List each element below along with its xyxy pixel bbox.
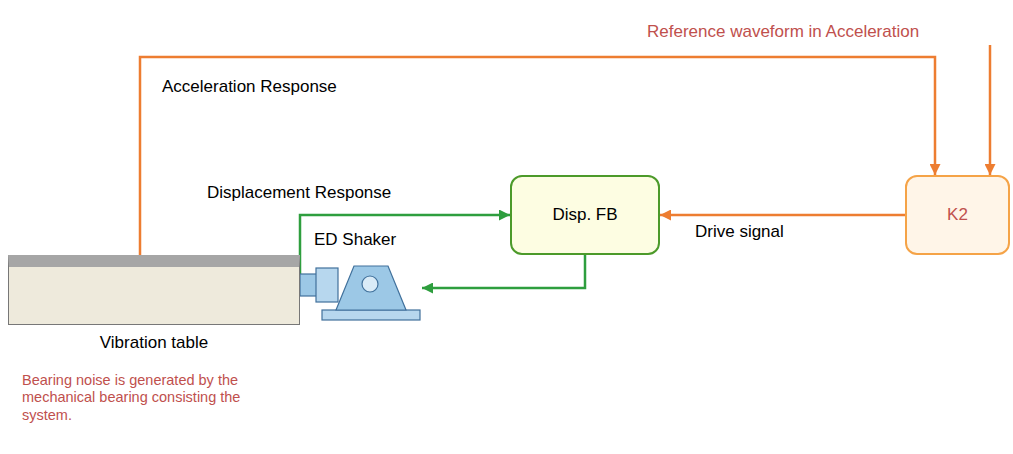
reference-arrow	[989, 45, 992, 175]
connector-label: Acceleration Response	[160, 77, 339, 97]
signal-connector	[140, 57, 935, 255]
signal-connector	[300, 215, 510, 274]
shaker-unit: ED Shaker	[300, 230, 422, 325]
node-label: ED Shaker	[314, 230, 396, 250]
note-text: Bearing noise is generated by the mechan…	[22, 372, 290, 424]
node-label: Disp. FB	[552, 205, 617, 225]
signal-connector	[660, 214, 905, 217]
node-label: K2	[947, 205, 968, 225]
node-label: Vibration table	[9, 333, 299, 353]
diagram-title: Reference waveform in Acceleration	[645, 22, 921, 42]
vibration-table: Vibration table	[8, 255, 300, 325]
connector-label: Drive signal	[693, 222, 786, 242]
process-box: Disp. FB	[510, 175, 660, 255]
signal-connector	[422, 255, 585, 288]
connector-label: Displacement Response	[205, 183, 393, 203]
controller-box: K2	[905, 175, 1010, 255]
